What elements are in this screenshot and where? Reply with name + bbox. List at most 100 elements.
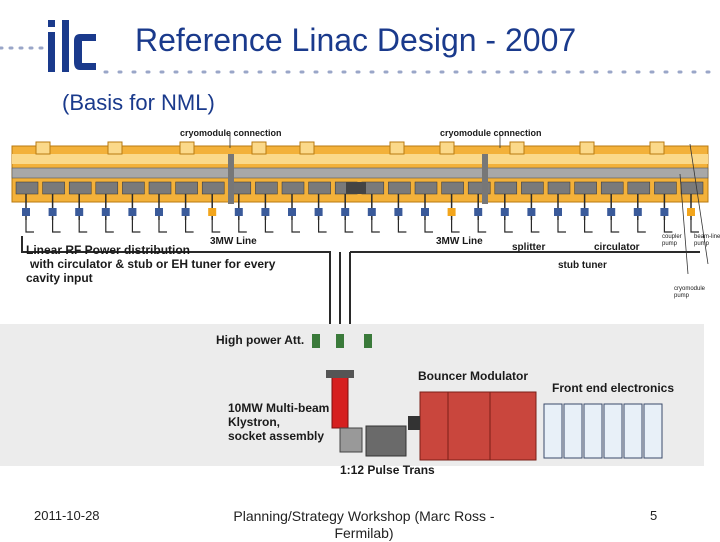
coupler-waveguide [580, 194, 593, 233]
ilc-logo-graphic: ilc [40, 14, 96, 72]
label-splitter: splitter [512, 242, 545, 253]
cavity [680, 181, 704, 195]
linac-rf-diagram: cryomodule connection cryomodule connect… [0, 124, 720, 477]
label-cryomodule-connection-left: cryomodule connection [180, 128, 282, 138]
coupler-waveguide [22, 194, 34, 233]
electronics-rack [543, 403, 563, 459]
label-leaders [229, 134, 709, 275]
coupler-waveguide [128, 194, 141, 233]
bouncer-modulator-cabinet [419, 391, 537, 461]
cavity [547, 181, 571, 195]
label-rf-distribution-3: cavity input [26, 271, 93, 285]
label-3mw-line-right: 3MW Line [436, 236, 483, 247]
label-front-end-electronics: Front end electronics [552, 381, 674, 395]
footer-date: 2011-10-28 [34, 508, 100, 523]
label-coupler-pump-2: pump [662, 241, 678, 247]
coupler-waveguide [527, 194, 540, 233]
label-3mw-line-left: 3MW Line [210, 236, 257, 247]
cavity [388, 181, 411, 195]
electronics-rack [603, 403, 623, 459]
pulse-transformer [365, 425, 407, 457]
label-cryomodule-pump-2: pump [674, 293, 690, 299]
coupler-waveguide [500, 194, 513, 233]
coupler-waveguide [474, 194, 487, 233]
cavity-string [15, 181, 704, 195]
coupler-waveguide [660, 194, 673, 233]
label-cryomodule-pump-1: cryomodule [674, 286, 706, 292]
label-stub-tuner: stub tuner [558, 260, 607, 271]
cavity [95, 181, 119, 195]
klystron-output [326, 370, 354, 378]
coupler-waveguide [208, 194, 221, 233]
cavity [42, 181, 65, 195]
label-cryomodule-connection-right: cryomodule connection [440, 128, 542, 138]
cavity [68, 181, 92, 195]
label-bouncer-modulator: Bouncer Modulator [418, 369, 528, 383]
coupler-waveguide [234, 194, 247, 233]
klystron-socket [339, 427, 363, 453]
coupler-waveguide [421, 194, 433, 233]
label-klystron-1: 10MW Multi-beam [228, 401, 329, 415]
slide-title: Reference Linac Design - 2007 [135, 22, 577, 58]
electronics-rack [623, 403, 643, 459]
label-high-power-att: High power Att. [216, 333, 304, 347]
coupler-waveguide [48, 194, 61, 233]
cryomodule-shield [12, 154, 708, 164]
electronics-rack [563, 403, 583, 459]
cavity [627, 181, 651, 195]
coupler-waveguide [633, 194, 646, 233]
cavity [308, 181, 331, 195]
front-end-electronics-racks [543, 403, 663, 459]
ilc-logo: ilc [40, 14, 100, 76]
slide-subtitle: (Basis for NML) [62, 90, 215, 115]
cavity [201, 181, 225, 195]
modulator-connector [408, 416, 420, 430]
logo-text: ilc [40, 14, 41, 15]
coupler-waveguide [288, 194, 300, 233]
electronics-rack [583, 403, 603, 459]
coupler-waveguide [554, 194, 566, 233]
footer-center: Planning/Strategy Workshop (Marc Ross - … [233, 508, 495, 541]
coupler-waveguide [314, 194, 327, 233]
cavity [175, 181, 198, 195]
label-beamline-pump-1: beam-line [694, 234, 720, 240]
coupler-waveguide [687, 194, 699, 233]
coupler-waveguide [75, 194, 88, 233]
cavity [494, 181, 518, 195]
cavity [122, 181, 145, 195]
beamline-pipe [11, 167, 709, 179]
label-pulse-trans: 1:12 Pulse Trans [340, 463, 435, 477]
label-circulator: circulator [594, 242, 640, 253]
cavity [574, 181, 597, 195]
coupler-waveguide [155, 194, 167, 233]
coupler-waveguide [447, 194, 460, 233]
label-rf-distribution-2: with circulator & stub or EH tuner for e… [29, 257, 276, 271]
coupler-waveguide [341, 194, 354, 233]
cavity [521, 181, 544, 195]
title-dotted-rule [0, 46, 720, 74]
coupler-waveguide [367, 194, 380, 233]
high-power-attenuators [312, 334, 372, 348]
label-rf-distribution-1: Linear RF Power distribution [26, 243, 190, 257]
coupler-waveguide [607, 194, 620, 233]
label-klystron-2: Klystron, [228, 415, 280, 429]
footer-page-number: 5 [650, 508, 658, 523]
electronics-rack [643, 403, 663, 459]
cavity [15, 181, 39, 195]
klystron-body [331, 375, 349, 429]
coupler-waveguide [394, 194, 407, 233]
module-joint-left [228, 154, 234, 204]
cavity [414, 181, 438, 195]
cavity [281, 181, 305, 195]
quad-magnet [346, 182, 366, 194]
cavity [255, 181, 278, 195]
label-klystron-3: socket assembly [228, 429, 324, 443]
coupler-waveguide [101, 194, 114, 233]
label-beamline-pump-2: pump [694, 241, 710, 247]
coupler-array [22, 194, 699, 233]
cryomodule-ports [35, 141, 665, 155]
cavity [600, 181, 624, 195]
cavity [654, 181, 677, 195]
coupler-waveguide [261, 194, 274, 233]
cavity [148, 181, 172, 195]
